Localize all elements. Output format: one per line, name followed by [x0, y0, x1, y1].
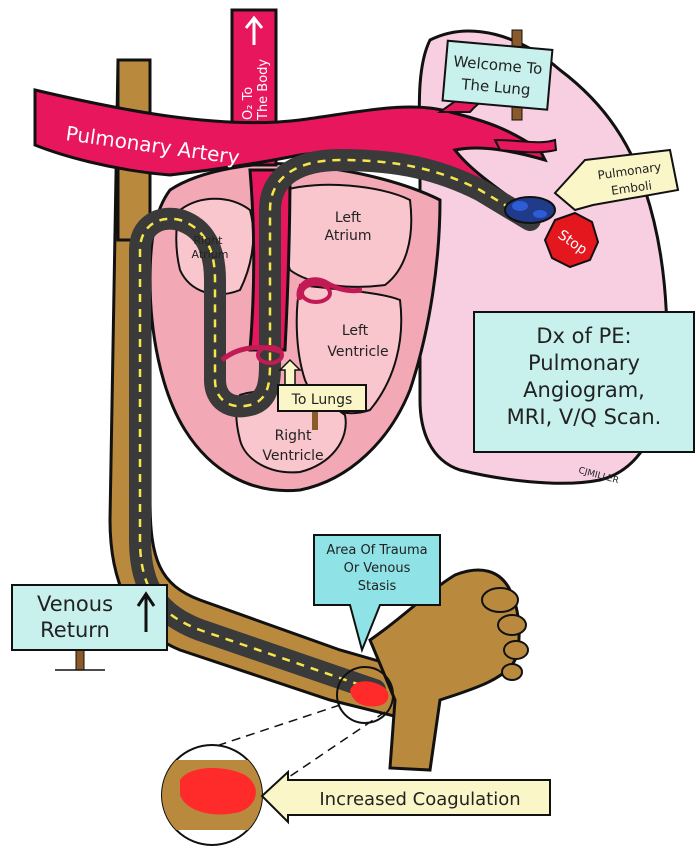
dx-line-3: Angiogram, [523, 378, 645, 402]
svg-text:The Body: The Body [256, 59, 271, 121]
trauma-line-3: Stasis [358, 579, 397, 594]
right-ventricle-label: Right [275, 428, 312, 444]
left-atrium-label: Left [335, 210, 362, 226]
trauma-line-1: Area Of Trauma [326, 543, 427, 558]
to-lungs-label: To Lungs [291, 392, 353, 408]
left-ventricle-label: Left [342, 323, 369, 339]
right-atrium-label: Right [194, 234, 224, 247]
venous-line-2: Return [40, 618, 110, 642]
trauma-line-2: Or Venous [344, 561, 411, 576]
left-ventricle-label-2: Ventricle [327, 344, 388, 360]
zoomed-vessel [160, 745, 270, 845]
left-atrium-label-2: Atrium [325, 228, 372, 244]
embolus [505, 197, 555, 223]
right-atrium-label-2: Atrium [192, 248, 229, 261]
right-ventricle-label-2: Ventricle [262, 448, 323, 464]
toe [502, 664, 522, 680]
dx-line-4: MRI, V/Q Scan. [507, 405, 662, 429]
dx-line-2: Pulmonary [528, 351, 640, 375]
svg-text:O₂ To: O₂ To [241, 87, 256, 120]
dx-line-1: Dx of PE: [536, 324, 631, 348]
toe [504, 641, 528, 659]
welcome-sign: Welcome To The Lung [443, 41, 553, 110]
coagulation-label: Increased Coagulation [319, 789, 520, 810]
pulmonary-branch [495, 140, 556, 152]
toe [482, 588, 518, 612]
venous-line-1: Venous [37, 592, 113, 616]
toe [498, 615, 526, 635]
